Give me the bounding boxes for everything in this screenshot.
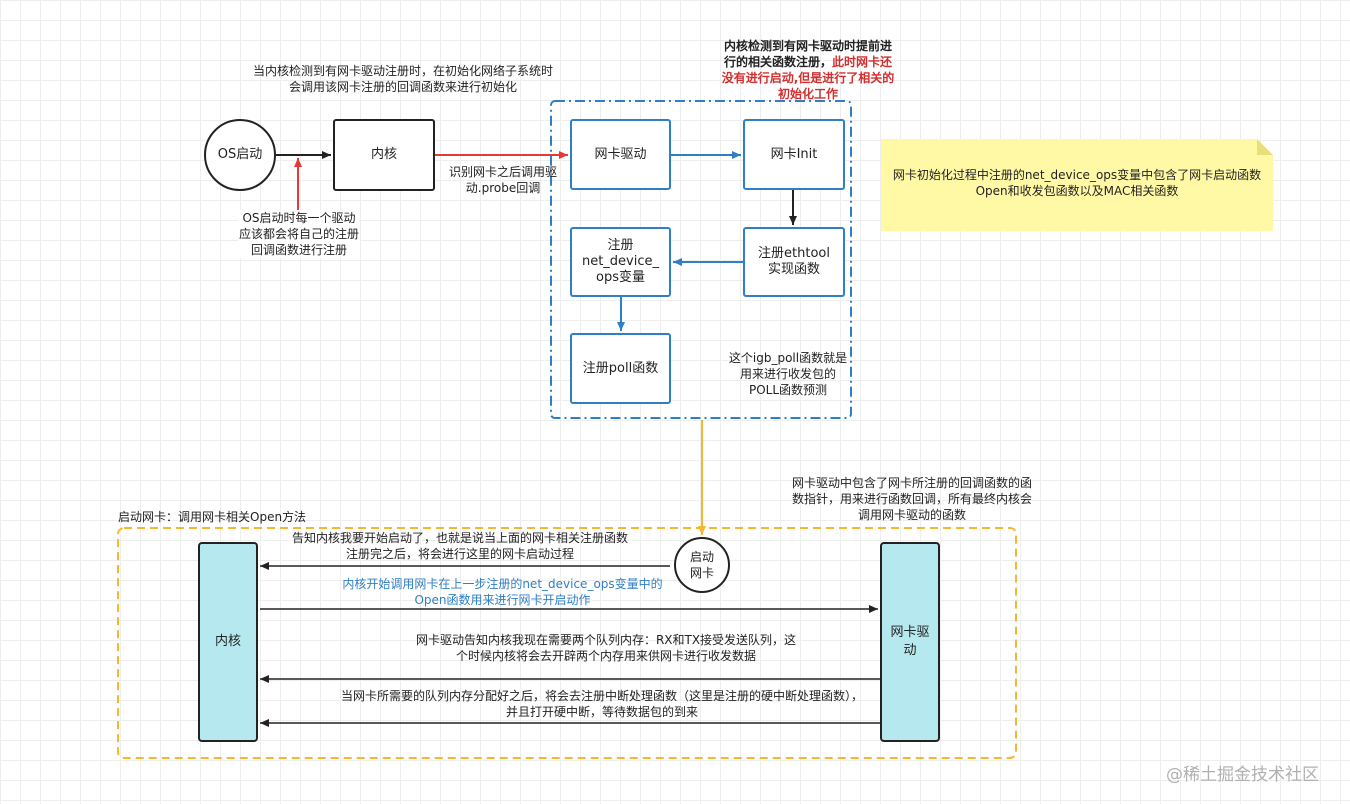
igb-poll-note: 这个igb_poll函数就是用来进行收发包的POLL函数预测 (728, 351, 848, 397)
sequence-frame-title: 启动网卡：调用网卡相关Open方法 (118, 510, 307, 524)
os-register-note: OS启动时每一个驱动应该都会将自己的注册回调函数进行注册 (238, 210, 360, 258)
kernel-node: 内核 (333, 119, 435, 191)
register-poll-node: 注册poll函数 (570, 333, 671, 404)
sticky-note-text: 网卡初始化过程中注册的net_device_ops变量中包含了网卡启动函数Ope… (892, 168, 1262, 198)
lifeline-kernel: 内核 (198, 542, 258, 742)
seq-message-1: 告知内核我要开始启动了，也就是说当上面的网卡相关注册函数注册完之后，将会进行这里… (291, 531, 628, 561)
os-start-node: OS启动 (204, 119, 276, 191)
sequence-frame (117, 527, 1017, 759)
seq-message-2: 内核开始调用网卡在上一步注册的net_device_ops变量中的Open函数用… (342, 577, 663, 607)
nic-init-node: 网卡Init (743, 119, 845, 190)
driver-callback-note: 网卡驱动中包含了网卡所注册的回调函数的函数指针，用来进行函数回调，所有最终内核会… (792, 476, 1033, 522)
register-ops-node: 注册 net_device_ ops变量 (570, 227, 671, 297)
kernel-detect-note: 当内核检测到有网卡驱动注册时，在初始化网络子系统时会调用该网卡注册的回调函数来进… (252, 64, 553, 94)
seq-message-3: 网卡驱动告知内核我现在需要两个队列内存：RX和TX接受发送队列，这个时候内核将会… (415, 633, 797, 663)
bold-init-note: 内核检测到有网卡驱动时提前进行的相关函数注册，此时网卡还没有进行启动,但是进行了… (721, 39, 895, 101)
start-nic-node: 启动 网卡 (674, 537, 730, 593)
driver-init-group-frame (550, 100, 852, 419)
seq-message-4: 当网卡所需要的队列内存分配好之后，将会去注册中断处理函数（这里是注册的硬中断处理… (340, 689, 863, 719)
lifeline-nic-driver: 网卡驱 动 (880, 542, 940, 742)
register-ethtool-node: 注册ethtool 实现函数 (743, 227, 845, 297)
probe-note: 识别网卡之后调用驱动.probe回调 (448, 165, 557, 195)
nic-driver-node: 网卡驱动 (570, 119, 671, 190)
sticky-note: 网卡初始化过程中注册的net_device_ops变量中包含了网卡启动函数Ope… (881, 139, 1273, 231)
watermark: @稀土掘金技术社区 (1166, 765, 1319, 785)
